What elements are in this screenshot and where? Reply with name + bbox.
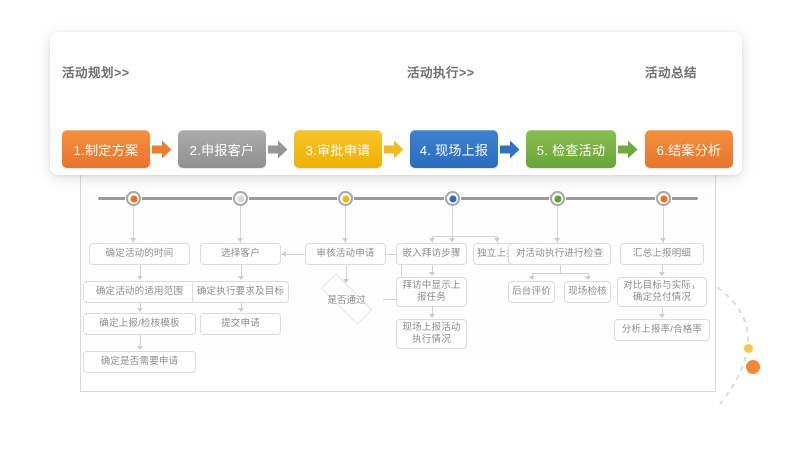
col-summary-box-3[interactable]: 分析上报率/合格率 (614, 319, 710, 341)
col-declare-box-3[interactable]: 提交申请 (200, 313, 281, 335)
connector-line (383, 299, 401, 300)
col-declare-box-1[interactable]: 选择客户 (200, 243, 281, 265)
connector-line (532, 273, 588, 274)
col-plan-box-4[interactable]: 确定是否需要申请 (83, 351, 196, 373)
timeline-node-summary[interactable] (656, 191, 671, 206)
col-plan-box-3[interactable]: 确定上报/检核模板 (83, 313, 196, 335)
step-button-6[interactable]: 6.结案分析 (645, 130, 733, 168)
step-button-5[interactable]: 5. 检查活动 (526, 130, 616, 168)
arrow-icon-3 (384, 140, 404, 159)
connector-line (662, 307, 663, 315)
step-button-3[interactable]: 3.审批申请 (294, 130, 382, 168)
col-approve-decision[interactable]: 是否通过 (310, 273, 383, 325)
col-declare-box-2[interactable]: 确定执行要求及目标 (192, 281, 289, 303)
arrow-icon-2 (268, 140, 288, 159)
arrow-icon-5 (618, 140, 638, 159)
timeline-node-inspect[interactable] (550, 191, 565, 206)
connector-arrowhead (659, 314, 665, 318)
timeline-node-plan[interactable] (126, 191, 141, 206)
connector-arrowhead (429, 238, 435, 242)
process-banner-card: 活动规划>> 活动执行>> 活动总结 1.制定方案 2.申报客户 3.审批申请 4. 现场… (50, 32, 742, 175)
timeline-axis (98, 197, 698, 200)
connector-arrowhead (660, 238, 666, 242)
col-summary-box-2[interactable]: 对比目标与实际，确定兑付情况 (617, 277, 707, 307)
deco-dot-orange (746, 360, 760, 374)
connector-arrowhead (554, 238, 560, 242)
col-inspect-box-2[interactable]: 后台评价 (508, 281, 555, 303)
timeline-node-dot (130, 195, 137, 202)
connector-arrowhead (137, 346, 143, 350)
connector-arrowhead (494, 238, 500, 242)
col-inspect-box-1[interactable]: 对活动执行进行检查 (508, 243, 611, 265)
connector-arrowhead (238, 308, 244, 312)
connector-line (560, 265, 561, 273)
col-plan-box-2[interactable]: 确定活动的适用范围 (83, 281, 196, 303)
timeline-node-dot (554, 195, 561, 202)
step-button-4[interactable]: 4. 现场上报 (410, 130, 498, 168)
connector-arrowhead (449, 238, 455, 242)
phase-label-3: 活动总结 (645, 66, 698, 80)
connector-line (140, 265, 141, 277)
connector-arrowhead (137, 308, 143, 312)
timeline-node-dot (237, 195, 244, 202)
connector-arrowhead (429, 314, 435, 318)
timeline-stem (452, 206, 453, 243)
connector-line (401, 254, 402, 299)
connector-line (140, 303, 141, 309)
connector-arrowhead (237, 238, 243, 242)
connector-line (432, 307, 433, 315)
col-plan-box-1[interactable]: 确定活动的时间 (89, 243, 190, 265)
arrow-icon-1 (152, 140, 172, 159)
connector-arrowhead (282, 251, 286, 257)
connector-arrowhead (238, 276, 244, 280)
col-approve-box-1[interactable]: 审核活动申请 (305, 243, 386, 265)
col-field-box-4[interactable]: 现场上报活动执行情况 (396, 319, 467, 349)
col-inspect-box-3[interactable]: 现场检核 (564, 281, 611, 303)
deco-dot-yellow (744, 344, 753, 353)
step-button-2[interactable]: 2.申报客户 (178, 130, 266, 168)
col-field-box-1[interactable]: 嵌入拜访步骤 (396, 243, 467, 265)
timeline-node-dot (660, 195, 667, 202)
arrow-icon-4 (500, 140, 520, 159)
diamond-label: 是否通过 (327, 295, 366, 306)
connector-arrowhead (343, 279, 349, 283)
timeline-node-approve[interactable] (338, 191, 353, 206)
timeline-stem (663, 206, 664, 243)
connector-arrowhead (342, 238, 348, 242)
connector-line (140, 335, 141, 347)
connector-line (241, 303, 242, 309)
connector-arrowhead (429, 272, 435, 276)
connector-line (662, 265, 663, 273)
timeline-stem (240, 206, 241, 243)
connector-arrowhead (585, 276, 591, 280)
timeline-node-dot (342, 195, 349, 202)
col-field-box-3[interactable]: 拜访中显示上报任务 (396, 277, 467, 307)
phase-label-2: 活动执行>> (407, 66, 475, 80)
connector-arrowhead (659, 272, 665, 276)
connector-arrowhead (137, 276, 143, 280)
connector-line (241, 265, 242, 277)
timeline-stem (133, 206, 134, 243)
phase-label-1: 活动规划>> (62, 66, 130, 80)
connector-line (432, 236, 497, 237)
timeline-stem (557, 206, 558, 243)
connector-line (346, 265, 347, 280)
connector-arrowhead (130, 238, 136, 242)
timeline-node-field[interactable] (445, 191, 460, 206)
connector-line (432, 265, 433, 273)
step-button-1[interactable]: 1.制定方案 (62, 130, 150, 168)
connector-arrowhead (529, 276, 535, 280)
col-summary-box-1[interactable]: 汇总上报明细 (620, 243, 704, 265)
timeline-node-dot (449, 195, 456, 202)
timeline-node-declare[interactable] (233, 191, 248, 206)
timeline-stem (345, 206, 346, 243)
